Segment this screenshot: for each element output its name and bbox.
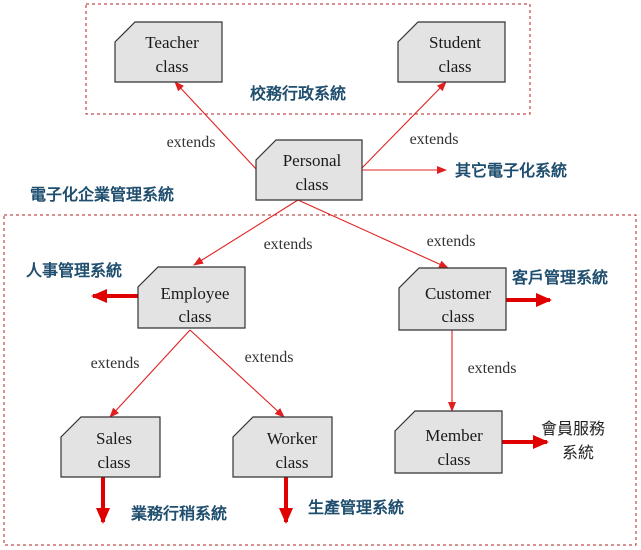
node-employee-name: Employee: [161, 284, 230, 303]
school-admin-region: [85, 3, 531, 115]
node-worker-suffix: class: [275, 453, 308, 472]
enterprise-region: [3, 214, 637, 546]
arrow-employee-worker: [189, 329, 285, 418]
node-student-suffix: class: [438, 57, 471, 76]
crm-system-label: 客戶管理系統: [512, 268, 608, 287]
node-member-name: Member: [425, 426, 483, 445]
node-personal-suffix: class: [295, 175, 328, 194]
node-worker: Worker class: [232, 416, 333, 478]
node-personal-name: Personal: [283, 151, 342, 170]
node-sales: Sales class: [60, 416, 161, 478]
node-customer-name: Customer: [425, 284, 491, 303]
extends-label-member: extends: [468, 360, 517, 377]
node-sales-name: Sales: [96, 429, 132, 448]
extends-label-teacher: extends: [167, 134, 216, 151]
extends-label-worker: extends: [245, 349, 294, 366]
node-student: Student class: [397, 21, 506, 83]
arrow-employee-sales: [109, 329, 191, 418]
node-teacher: Teacher class: [114, 21, 223, 83]
node-teacher-suffix: class: [155, 57, 188, 76]
node-member: Member class: [394, 410, 503, 474]
extends-label-customer: extends: [427, 233, 476, 250]
arrow-personal-teacher: [174, 81, 258, 171]
node-member-suffix: class: [437, 450, 470, 469]
membership-system-label-line1: 會員服務: [541, 419, 605, 438]
node-customer-suffix: class: [441, 307, 474, 326]
other-e-system-label: 其它電子化系統: [455, 161, 567, 180]
sales-system-label: 業務行稍系統: [130, 504, 227, 523]
membership-system-label-line2: 系統: [562, 443, 594, 462]
node-employee: Employee class: [137, 266, 246, 329]
node-student-name: Student: [429, 33, 481, 52]
node-customer: Customer class: [398, 267, 507, 331]
enterprise-system-label: 電子化企業管理系統: [30, 185, 174, 204]
hr-system-label: 人事管理系統: [26, 261, 122, 280]
arrow-personal-student: [359, 81, 447, 171]
arrow-personal-employee: [193, 199, 299, 266]
school-admin-system-label: 校務行政系統: [250, 84, 346, 103]
node-teacher-name: Teacher: [145, 33, 199, 52]
node-personal: Personal class: [255, 139, 363, 201]
production-system-label: 生產管理系統: [308, 498, 404, 517]
arrow-personal-customer: [297, 199, 449, 269]
extends-label-student: extends: [410, 131, 459, 148]
node-worker-name: Worker: [267, 429, 318, 448]
system-arrows: [91, 289, 552, 524]
extends-arrows: [109, 81, 456, 418]
extends-label-employee: extends: [264, 236, 313, 253]
extends-label-sales: extends: [91, 355, 140, 372]
node-employee-suffix: class: [178, 307, 211, 326]
node-sales-suffix: class: [97, 453, 130, 472]
